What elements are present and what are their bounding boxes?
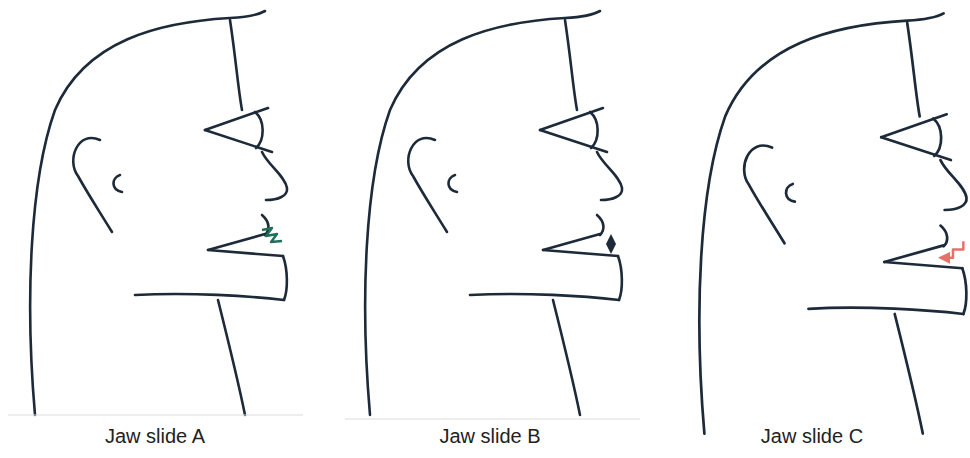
panel-caption: Jaw slide C [702,424,922,448]
panel-caption: Jaw slide B [380,424,600,448]
head-profile-b [365,11,622,415]
head-outline [699,13,966,433]
jaw-slide-zigzag [262,228,282,242]
panel-caption: Jaw slide A [45,424,265,448]
head-outline [365,11,622,415]
head-profile-a [30,11,287,415]
jaw-open-arrow [610,236,612,252]
jaw-slide-step-arrow [940,241,963,258]
head-outline [30,11,287,415]
head-profile-c [699,13,966,433]
panel-baseline [8,415,303,416]
panel-baseline [345,419,640,420]
